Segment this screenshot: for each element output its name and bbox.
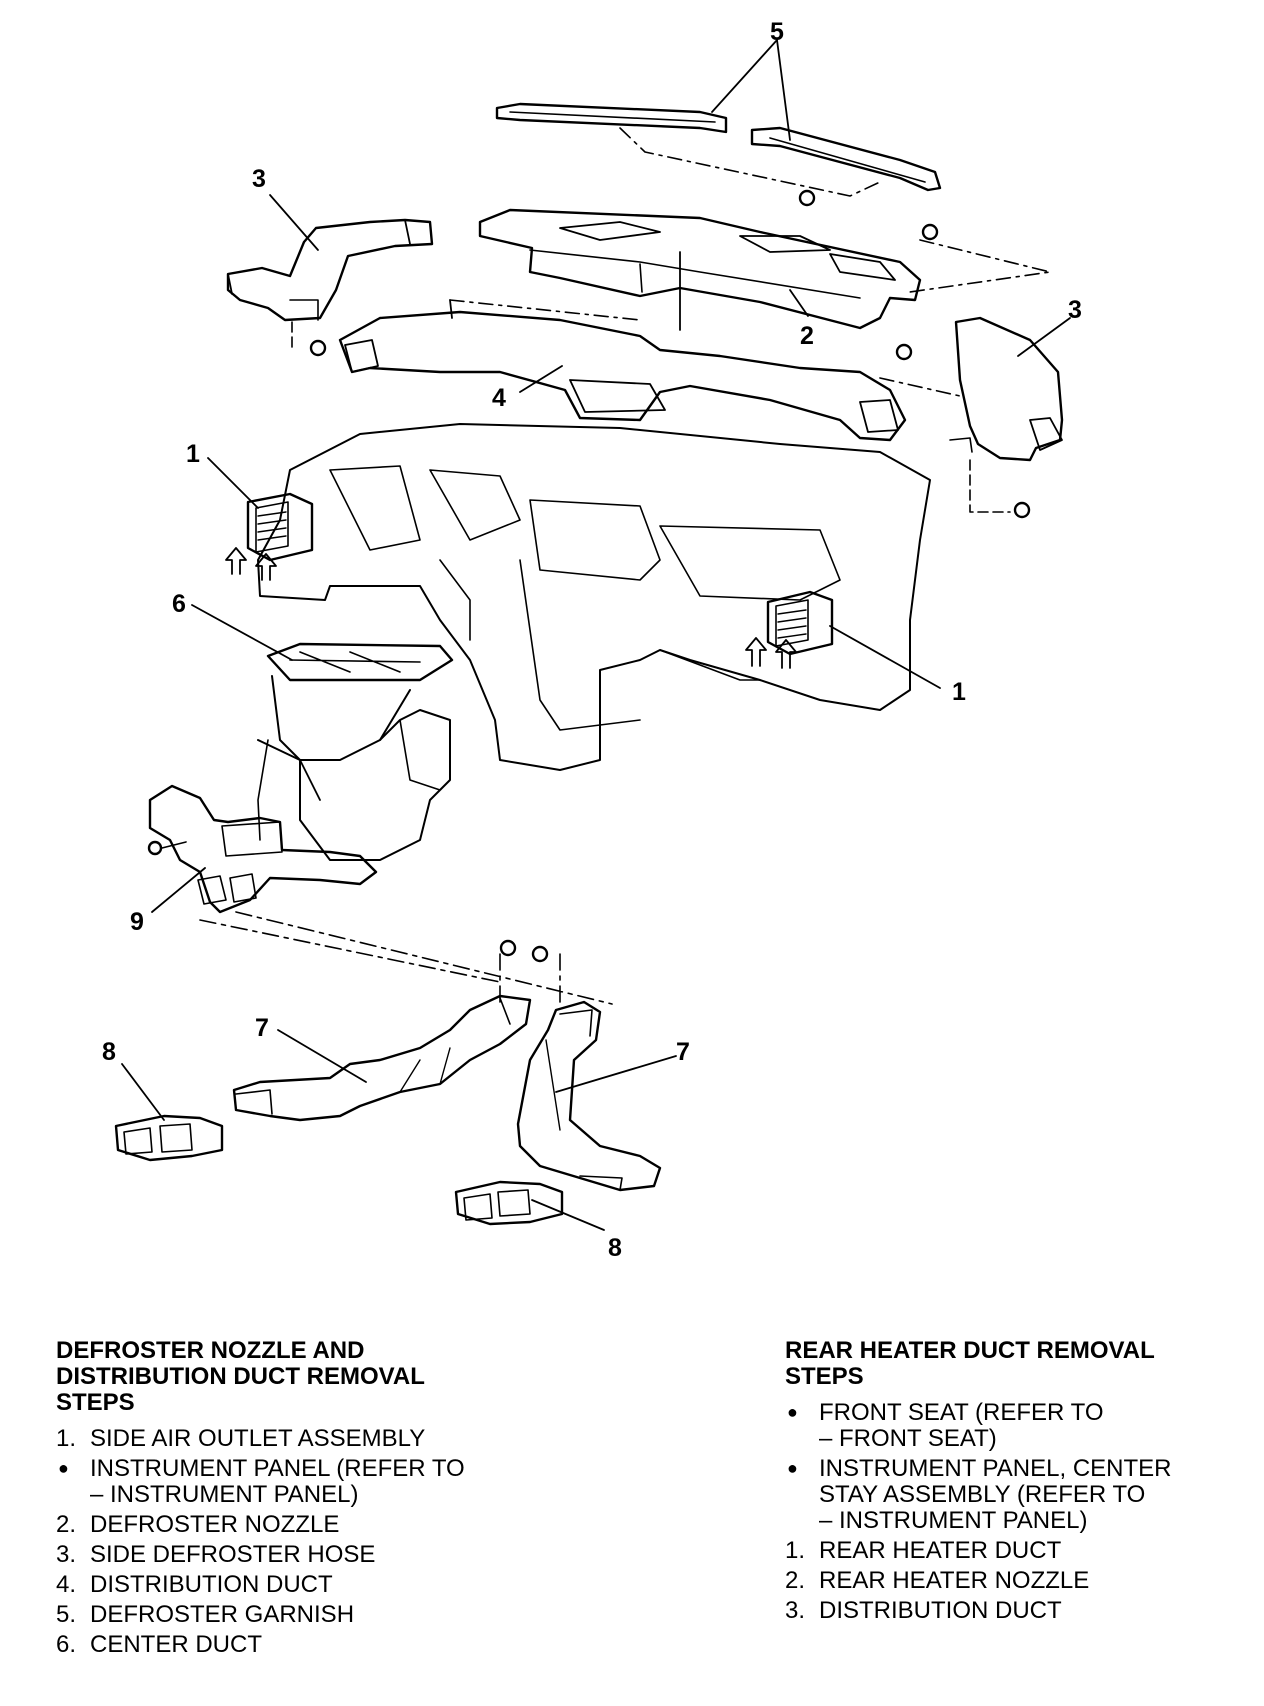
step-item: 3. DISTRIBUTION DUCT (785, 1598, 1245, 1624)
step-marker: 4. (56, 1571, 77, 1598)
step-item: 2. REAR HEATER NOZZLE (785, 1568, 1245, 1594)
clip-b (531, 945, 549, 963)
defroster-nozzle-part (478, 208, 1051, 331)
rear-heater-steps-list: FRONT SEAT (REFER TO – FRONT SEAT) INSTR… (785, 1400, 1245, 1624)
clip-a (499, 939, 517, 957)
callout-6: 6 (172, 590, 186, 618)
center-duct-part (257, 642, 454, 861)
step-marker: 2. (56, 1511, 77, 1538)
step-marker: 3. (56, 1541, 77, 1568)
leader-9 (151, 867, 206, 913)
step-text: REAR HEATER NOZZLE (819, 1567, 1090, 1594)
leader-5-b (776, 39, 791, 141)
step-item: 3. SIDE DEFROSTER HOSE (56, 1542, 616, 1568)
step-marker: 2. (785, 1567, 806, 1594)
step-item: 4. DISTRIBUTION DUCT (56, 1572, 616, 1598)
rear-heater-duct-right-part (516, 1000, 662, 1192)
callout-8-left: 8 (102, 1038, 116, 1066)
callout-7-left: 7 (255, 1014, 269, 1042)
step-item: 1. SIDE AIR OUTLET ASSEMBLY (56, 1426, 616, 1452)
callout-1-right: 1 (952, 678, 966, 706)
callout-2: 2 (800, 322, 814, 350)
defroster-steps-list: 1. SIDE AIR OUTLET ASSEMBLY INSTRUMENT PA… (56, 1426, 616, 1658)
side-defroster-hose-right-part (949, 316, 1064, 519)
leader-8-left (121, 1063, 165, 1121)
leader-2 (789, 289, 809, 317)
rear-heater-nozzle-right-part (454, 1180, 564, 1226)
step-text: SIDE AIR OUTLET ASSEMBLY (90, 1425, 426, 1452)
step-text: INSTRUMENT PANEL, CENTER STAY ASSEMBLY (… (819, 1455, 1172, 1534)
callout-8-right: 8 (608, 1234, 622, 1262)
leader-1-left (207, 457, 259, 509)
step-marker: 1. (56, 1425, 77, 1452)
leader-1-right (829, 625, 941, 689)
side-air-outlet-right-part (745, 590, 834, 669)
leader-6 (191, 604, 293, 661)
leader-4 (519, 365, 563, 393)
step-item: 2. DEFROSTER NOZZLE (56, 1512, 616, 1538)
step-item-bullet: FRONT SEAT (REFER TO – FRONT SEAT) (785, 1400, 1245, 1452)
leader-7-right (555, 1055, 677, 1093)
defroster-garnish-part (495, 102, 942, 207)
step-text: INSTRUMENT PANEL (REFER TO – INSTRUMENT … (90, 1455, 465, 1508)
leader-8-right (531, 1199, 605, 1231)
callout-5: 5 (770, 18, 784, 46)
step-marker: 6. (56, 1631, 77, 1658)
callout-1-left: 1 (186, 440, 200, 468)
leader-3-left (269, 194, 319, 251)
step-item-bullet: INSTRUMENT PANEL, CENTER STAY ASSEMBLY (… (785, 1456, 1245, 1534)
step-text: FRONT SEAT (REFER TO – FRONT SEAT) (819, 1399, 1104, 1452)
rear-heater-steps-title: REAR HEATER DUCT REMOVAL STEPS (785, 1337, 1155, 1390)
step-text: REAR HEATER DUCT (819, 1537, 1062, 1564)
callout-4: 4 (492, 384, 506, 412)
side-air-outlet-left-part (225, 492, 314, 581)
callout-9: 9 (130, 908, 144, 936)
step-text: SIDE DEFROSTER HOSE (90, 1541, 376, 1568)
step-marker: 3. (785, 1597, 806, 1624)
bullet-icon (785, 1400, 819, 1452)
bullet-icon (785, 1456, 819, 1534)
callout-3-right: 3 (1068, 296, 1082, 324)
step-marker: 1. (785, 1537, 806, 1564)
dashed-guide-lines (199, 911, 613, 1005)
defroster-removal-steps: DEFROSTER NOZZLE AND DISTRIBUTION DUCT R… (56, 1338, 616, 1662)
exploded-duct-diagram: 5 3 3 2 4 1 1 6 9 7 7 8 8 (102, 18, 1082, 1262)
leader-7-left (277, 1029, 367, 1083)
step-item-bullet: INSTRUMENT PANEL (REFER TO – INSTRUMENT … (56, 1456, 616, 1508)
lower-distribution-duct-part (147, 784, 378, 914)
step-item: 1. REAR HEATER DUCT (785, 1538, 1245, 1564)
leader-3-right (1017, 317, 1071, 357)
step-item: 5. DEFROSTER GARNISH (56, 1602, 616, 1628)
leader-5-a (711, 39, 778, 113)
side-defroster-hose-left-part (226, 218, 434, 357)
step-text: DEFROSTER NOZZLE (90, 1511, 340, 1538)
step-text: DEFROSTER GARNISH (90, 1601, 355, 1628)
callout-3-left: 3 (252, 165, 266, 193)
step-text: DISTRIBUTION DUCT (819, 1597, 1062, 1624)
defroster-steps-title: DEFROSTER NOZZLE AND DISTRIBUTION DUCT R… (56, 1337, 425, 1416)
step-text: DISTRIBUTION DUCT (90, 1571, 333, 1598)
step-marker: 5. (56, 1601, 77, 1628)
distribution-duct-part (338, 299, 961, 442)
step-item: 6. CENTER DUCT (56, 1632, 616, 1658)
rear-heater-nozzle-left-part (114, 1114, 224, 1162)
rear-heater-duct-left-part (232, 994, 532, 1122)
callout-7-right: 7 (676, 1038, 690, 1066)
instrument-panel-outline (257, 423, 931, 771)
rear-heater-removal-steps: REAR HEATER DUCT REMOVAL STEPS FRONT SEA… (785, 1338, 1245, 1628)
step-text: CENTER DUCT (90, 1631, 262, 1658)
bullet-icon (56, 1456, 90, 1508)
